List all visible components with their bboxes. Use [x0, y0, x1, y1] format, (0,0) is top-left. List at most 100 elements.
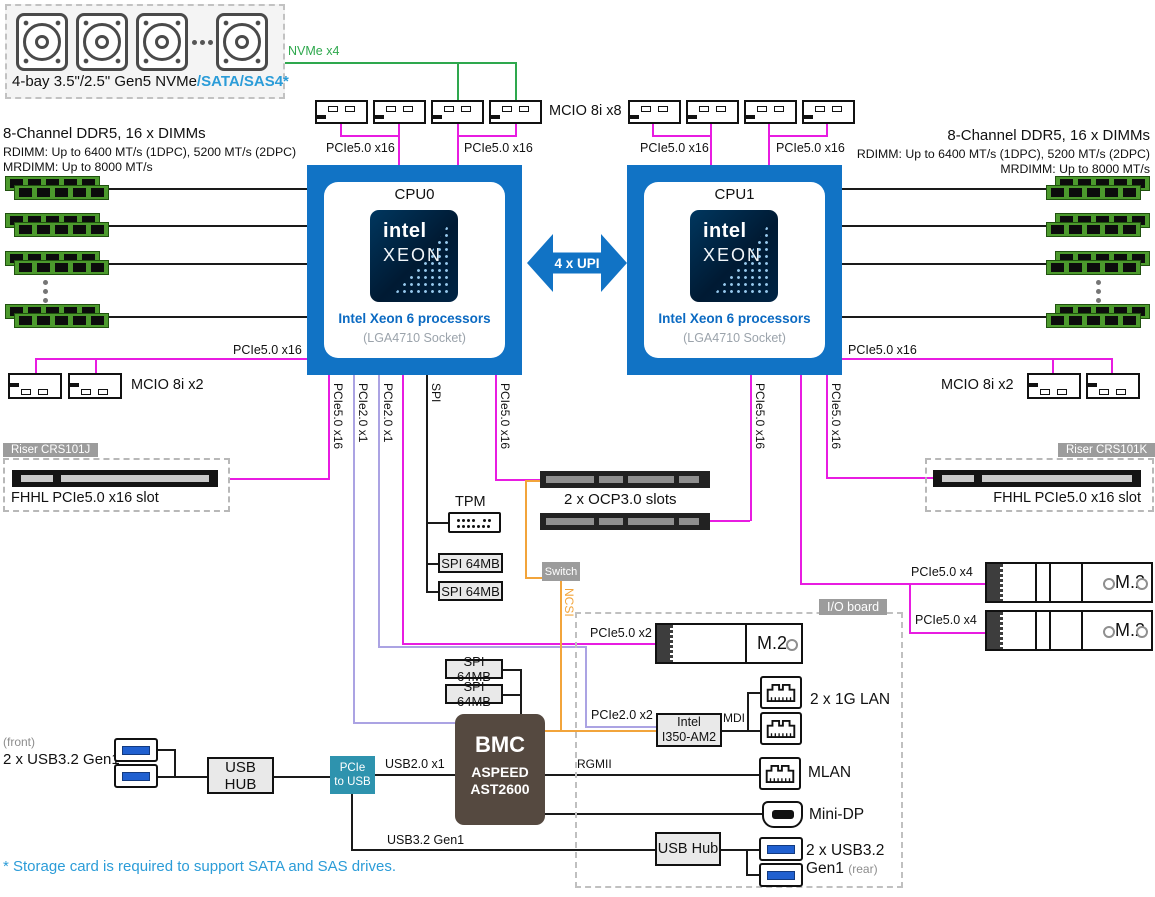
pcie-link-line: [457, 124, 459, 165]
intel-logo-text: intel: [383, 220, 427, 242]
pcie-link-line: [1111, 360, 1113, 373]
fhhl-slot-label: FHHL PCIe5.0 x16 slot: [11, 490, 159, 506]
dimm-module: [14, 260, 109, 275]
usb-link-line: [158, 776, 207, 778]
mcio-x8-label: MCIO 8i x8: [549, 103, 622, 119]
drive-bay-caption-suffix: /SATA/SAS4*: [196, 73, 289, 90]
mcio-connector: [744, 100, 797, 124]
m2-connector-icon: [987, 612, 1003, 649]
tpm-label: TPM: [455, 494, 486, 510]
pcie-link-line: [750, 375, 752, 521]
riser-crs101k-box: [925, 458, 1154, 512]
lan-port-icon: [760, 676, 802, 709]
ncsi-link-line: [525, 480, 540, 482]
usb-link-line: [274, 776, 330, 778]
riser-crs101j-tag: Riser CRS101J: [3, 443, 99, 457]
mcio-connector: [373, 100, 426, 124]
usb-link-line: [158, 749, 176, 751]
ocp-slot-icon: [540, 471, 710, 488]
m2-drive: M.2: [985, 610, 1153, 651]
dimm-channel-line: [109, 188, 307, 190]
fhhl-slot-label: FHHL PCIe5.0 x16 slot: [993, 490, 1141, 506]
pcie-link-line: [652, 135, 712, 137]
pcie-link-label: PCIe5.0 x16: [331, 383, 345, 450]
pcie-link-line: [378, 646, 587, 648]
pcie-link-line: [826, 375, 828, 478]
minidp-port-icon: [762, 801, 803, 828]
ocp-slots-label: 2 x OCP3.0 slots: [564, 491, 677, 508]
nvme-link-line: [281, 62, 517, 64]
dimm-channel-line: [109, 225, 307, 227]
ncsi-link-label: NCSI: [562, 588, 576, 617]
pcie-link-line: [652, 124, 654, 137]
mdi-link-label: MDI: [723, 711, 745, 725]
ellipsis-icon: [192, 40, 197, 45]
m2-drive: M.2: [655, 623, 803, 664]
mcio-connector: [686, 100, 739, 124]
pcie-link-line: [340, 124, 342, 137]
pcie-link-line: [800, 583, 985, 585]
nvme-link-line: [515, 62, 517, 100]
pcie-link-line: [768, 124, 770, 165]
riser-crs101k-tag: Riser CRS101K: [1058, 443, 1155, 457]
cpu1-title: CPU1: [714, 186, 755, 203]
dimm-module: [1046, 260, 1141, 275]
dimm-module: [14, 185, 109, 200]
spi-link-line: [503, 669, 522, 671]
ncsi-link-line: [545, 730, 656, 732]
dimm-channel-line: [842, 188, 1046, 190]
cpu-name: Intel Xeon 6 processors: [658, 311, 811, 326]
mcio-connector: [431, 100, 484, 124]
mcio-x2-left-label: MCIO 8i x2: [131, 377, 204, 393]
memory-right-title: 8-Channel DDR5, 16 x DIMMs: [947, 127, 1150, 144]
footnote: * Storage card is required to support SA…: [3, 858, 396, 875]
pcie-link-line: [842, 358, 1113, 360]
ellipsis-icon: [1096, 280, 1101, 285]
pcie-link-line: [495, 479, 540, 481]
rgmii-link-line: [545, 774, 759, 776]
mdi-link-line: [722, 730, 760, 732]
pcie-link-label: PCIe5.0 x16: [233, 343, 302, 357]
memory-left-title: 8-Channel DDR5, 16 x DIMMs: [3, 125, 206, 142]
nvme-x4-label: NVMe x4: [288, 44, 340, 58]
pcie-link-label: PCIe5.0 x2: [590, 626, 652, 640]
rgmii-link-label: RGMII: [577, 757, 612, 771]
mcio-connector: [628, 100, 681, 124]
pcie-link-line: [585, 646, 587, 727]
usb-hub-front: USB HUB: [207, 757, 274, 794]
intel-xeon-logo: intel XEON: [370, 210, 458, 302]
spi-flash: SPI 64MB: [445, 654, 503, 684]
m2-label: M.2: [757, 633, 788, 653]
m2-connector-icon: [657, 625, 673, 662]
spi-link-line: [426, 375, 428, 592]
pcie-link-label: PCIe5.0 x16: [753, 383, 767, 450]
pcie-link-line: [710, 124, 712, 165]
m2-drive: M.2: [985, 562, 1153, 603]
front-usb-label: 2 x USB3.2 Gen1: [3, 751, 120, 768]
dimm-module: [14, 222, 109, 237]
pcie-link-line: [457, 135, 517, 137]
usb3-link-line: [351, 849, 655, 851]
io-board-tag: I/O board: [819, 599, 888, 615]
rear-note: (rear): [848, 862, 878, 876]
pcie-link-label: PCIe2.0 x2: [591, 708, 653, 722]
ncsi-link-line: [525, 480, 527, 578]
ncsi-link-line: [525, 577, 542, 579]
usb2-link-label: USB2.0 x1: [385, 757, 445, 771]
pcie-slot-icon: [12, 470, 218, 487]
drive-icon: [16, 13, 68, 71]
dimm-channel-line: [109, 263, 307, 265]
usb-link-line: [174, 749, 176, 777]
pcie-link-line: [909, 583, 911, 633]
mcio-connector: [315, 100, 368, 124]
rear-usb-label-line1: 2 x USB3.2: [806, 842, 885, 859]
front-note: (front): [3, 735, 36, 749]
mdi-link-line: [747, 692, 760, 694]
m2-connector-icon: [987, 564, 1003, 601]
pcie-link-label: PCIe5.0 x16: [464, 141, 533, 155]
lan-label: 2 x 1G LAN: [810, 691, 891, 708]
pcie-link-line: [378, 375, 380, 647]
pcie-link-label: PCIe5.0 x16: [829, 383, 843, 450]
pcie-link-line: [515, 124, 517, 137]
